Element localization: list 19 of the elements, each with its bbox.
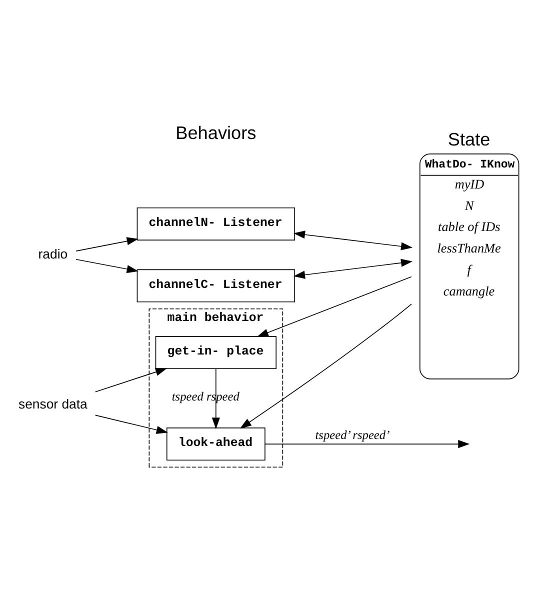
node-box: channelC- Listener [136,268,296,302]
arrow [76,258,138,273]
arrow [94,368,168,392]
edge-label: tspeed’ rspeed’ [315,428,390,442]
arrow [293,230,413,250]
arrow [212,368,220,429]
arrow [240,303,412,428]
node-box: get-in- place [155,336,276,369]
node-box: channelN- Listener [136,206,296,240]
arrow [264,439,470,448]
node-text: radio [38,246,68,261]
arrow [76,236,138,251]
node-box: look-ahead [166,427,266,460]
node-text: sensor data [18,396,88,411]
label: Behaviors [176,122,256,142]
arrow [293,258,413,278]
arrow [94,414,168,434]
arrow [256,276,412,336]
node-label: State [448,128,490,149]
